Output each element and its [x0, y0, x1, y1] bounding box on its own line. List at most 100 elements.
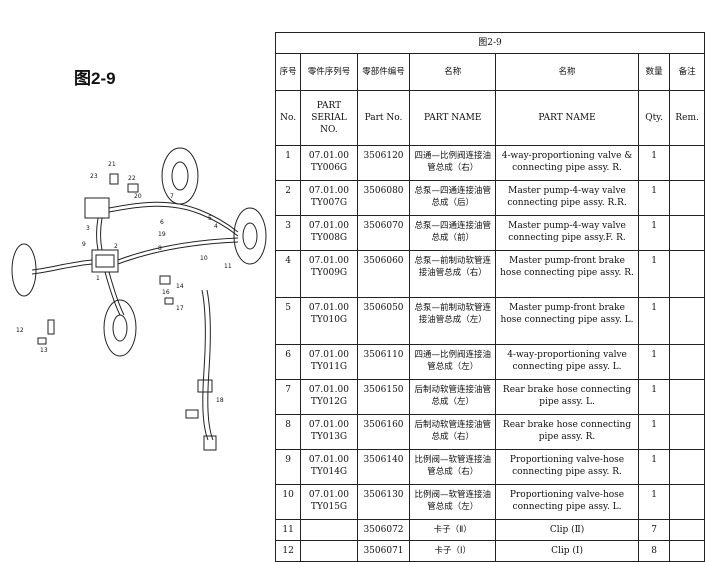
cell-name-cn: 总泵—前制动软管连接油管总成（右）: [409, 250, 497, 298]
master-pump: [84, 197, 110, 219]
header-qty-en: Qty.: [637, 90, 671, 146]
cell-name-cn: 比例阀—软管连接油管总成（右）: [409, 449, 497, 485]
callout-18: 18: [216, 397, 224, 404]
callout-16: 16: [162, 289, 170, 296]
header-serial-cn: 零件序列号: [300, 53, 358, 91]
cell-no: 1: [274, 145, 302, 181]
cell-part-no: 3506160: [356, 414, 411, 450]
cell-name-en: Master pump-4-way valve connecting pipe …: [495, 180, 639, 216]
figure-label: 图2-9: [74, 69, 116, 88]
callout-11: 11: [224, 263, 232, 270]
cell-part-no: 3506150: [356, 379, 411, 415]
cell-remarks: [669, 519, 705, 541]
cell-remarks: [669, 484, 705, 520]
cell-name-en: Master pump-front brake hose connecting …: [495, 297, 639, 345]
cell-remarks: [669, 449, 705, 485]
header-row-cn: 序号 零件序列号 零部件编号 名称 名称 数量 备注: [274, 53, 705, 91]
cell-name-cn: 卡子（Ⅱ）: [409, 519, 497, 541]
callout-14: 14: [176, 283, 184, 290]
cell-name-en: 4-way-proportioning valve connecting pip…: [495, 344, 639, 380]
cell-remarks: [669, 145, 705, 181]
header-rem-cn: 备注: [669, 53, 705, 91]
cell-no: 2: [274, 180, 302, 216]
cell-qty: 1: [637, 449, 671, 485]
cell-no: 12: [274, 540, 302, 562]
cell-qty: 7: [637, 519, 671, 541]
cell-name-cn: 四通—比例阀连接油管总成（右）: [409, 145, 497, 181]
cell-serial: 07.01.00 TY014G: [300, 449, 358, 485]
cell-no: 11: [274, 519, 302, 541]
cell-qty: 1: [637, 250, 671, 298]
cell-no: 6: [274, 344, 302, 380]
callout-12: 12: [16, 327, 24, 334]
cell-no: 5: [274, 297, 302, 345]
header-name-en2: PART NAME: [495, 90, 639, 146]
cell-qty: 8: [637, 540, 671, 562]
cell-name-cn: 总泵—四通连接油管总成（前）: [409, 215, 497, 251]
cell-part-no: 3506060: [356, 250, 411, 298]
callout-9: 9: [82, 241, 86, 248]
cell-qty: 1: [637, 215, 671, 251]
cell-serial: 07.01.00 TY015G: [300, 484, 358, 520]
header-name-en-cn: 名称: [495, 53, 639, 91]
header-part-cn: 零部件编号: [356, 53, 411, 91]
cell-serial: 07.01.00 TY009G: [300, 250, 358, 298]
callout-19: 19: [158, 231, 166, 238]
cell-remarks: [669, 344, 705, 380]
cell-serial: 07.01.00 TY006G: [300, 145, 358, 181]
header-name-en: PART NAME: [409, 90, 497, 146]
cell-name-cn: 四通—比例阀连接油管总成（左）: [409, 344, 497, 380]
header-no-cn: 序号: [274, 53, 302, 91]
cell-no: 3: [274, 215, 302, 251]
wheel-right: [233, 207, 267, 265]
cell-serial: 07.01.00 TY010G: [300, 297, 358, 345]
cell-no: 7: [274, 379, 302, 415]
table-title: 图2-9: [275, 32, 705, 54]
cell-serial: 07.01.00 TY012G: [300, 379, 358, 415]
cell-part-no: 3506120: [356, 145, 411, 181]
cell-serial: [300, 540, 358, 562]
callout-20: 20: [134, 193, 142, 200]
cell-name-cn: 总泵—前制动软管连接油管总成（左）: [409, 297, 497, 345]
cell-name-cn: 后制动软管连接油管总成（左）: [409, 379, 497, 415]
cell-name-en: Master pump-4-way valve connecting pipe …: [495, 215, 639, 251]
cell-name-cn: 卡子（Ⅰ）: [409, 540, 497, 562]
cell-remarks: [669, 540, 705, 562]
cell-no: 10: [274, 484, 302, 520]
cell-name-en: Proportioning valve-hose connecting pipe…: [495, 484, 639, 520]
cell-serial: 07.01.00 TY011G: [300, 344, 358, 380]
header-row-en: No. PART SERIAL NO. Part No. PART NAME P…: [274, 90, 705, 146]
cell-part-no: 3506110: [356, 344, 411, 380]
header-no-en: No.: [274, 90, 302, 146]
callout-13: 13: [40, 347, 48, 354]
parts-table: 图2-9 序号 零件序列号 零部件编号 名称 名称 数量 备注 No. PART…: [274, 32, 705, 562]
callout-10: 10: [200, 255, 208, 262]
cell-name-cn: 比例阀—软管连接油管总成（左）: [409, 484, 497, 520]
cell-part-no: 3506080: [356, 180, 411, 216]
cell-part-no: 3506050: [356, 297, 411, 345]
cell-name-cn: 后制动软管连接油管总成（右）: [409, 414, 497, 450]
cell-name-cn: 总泵—四通连接油管总成（后）: [409, 180, 497, 216]
cell-remarks: [669, 297, 705, 345]
wheel-top-right: [161, 147, 199, 205]
header-serial-en: PART SERIAL NO.: [300, 90, 358, 146]
cell-part-no: 3506140: [356, 449, 411, 485]
callout-21: 21: [108, 161, 116, 168]
cell-qty: 1: [637, 344, 671, 380]
cell-name-en: Rear brake hose connecting pipe assy. L.: [495, 379, 639, 415]
callout-5: 5: [208, 215, 212, 222]
wheel-bottom: [103, 299, 137, 357]
callout-2: 2: [114, 243, 118, 250]
cell-serial: 07.01.00 TY013G: [300, 414, 358, 450]
cell-part-no: 3506130: [356, 484, 411, 520]
